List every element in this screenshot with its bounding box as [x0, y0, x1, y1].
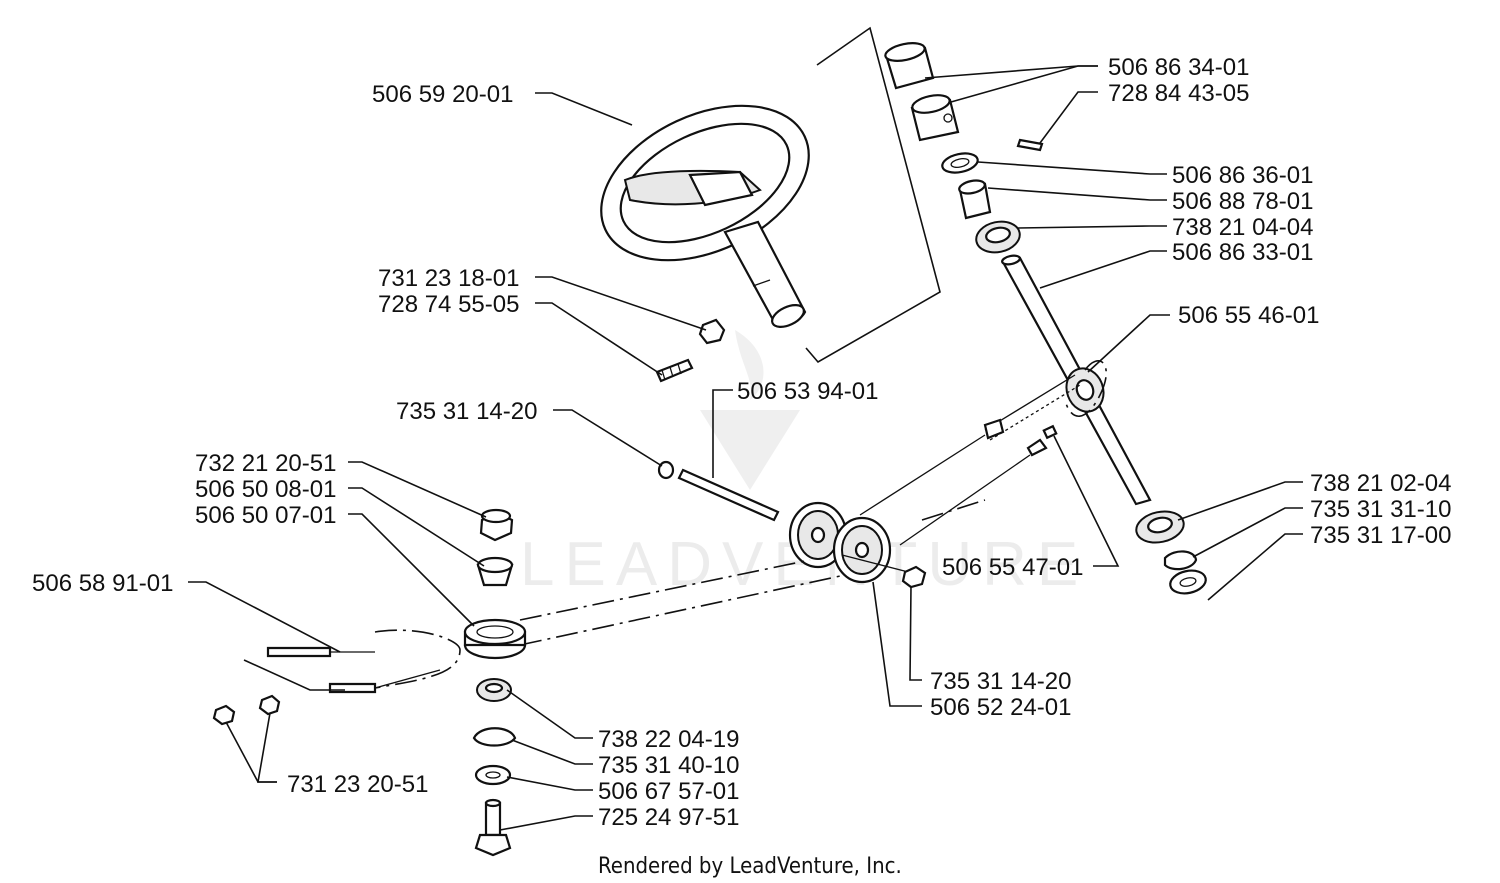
footer-credit: Rendered by LeadVenture, Inc.: [598, 854, 902, 879]
label-shaft-lock-nut: 735 31 14-20: [396, 398, 537, 425]
label-lower-washer-left: 506 67 57-01: [598, 778, 739, 805]
label-sprocket-chain: 506 55 46-01: [1178, 302, 1319, 329]
label-wheel-screw: 728 74 55-05: [378, 291, 519, 318]
label-chain-link: 506 55 47-01: [942, 554, 1083, 581]
label-upper-washer: 506 86 36-01: [1172, 162, 1313, 189]
cable-run-upper: [859, 434, 986, 516]
wheel-nut: [698, 318, 726, 345]
label-double-pulley: 506 52 24-01: [930, 694, 1071, 721]
label-lower-bolt: 725 24 97-51: [598, 804, 739, 831]
label-steering-wheel: 506 59 20-01: [372, 81, 513, 108]
label-set-screw: 728 84 43-05: [1108, 80, 1249, 107]
label-lower-circlip: 735 31 31-10: [1310, 496, 1451, 523]
leader-lines: [188, 65, 1303, 831]
label-cable-nuts: 731 23 20-51: [287, 771, 428, 798]
label-upper-bearing: 738 21 04-04: [1172, 214, 1313, 241]
label-cable: 506 58 91-01: [32, 570, 173, 597]
drive-chain: [983, 360, 1107, 457]
wheel-screw: [655, 358, 694, 383]
part-labels: 506 59 20-01 731 23 18-01 728 74 55-05 7…: [32, 54, 1451, 831]
steering-wheel: [600, 104, 810, 328]
label-top-nut: 732 21 20-51: [195, 450, 336, 477]
label-upper-bushing: 506 88 78-01: [1172, 188, 1313, 215]
steering-column: [884, 42, 1207, 595]
label-steering-shaft: 506 86 33-01: [1172, 239, 1313, 266]
label-lower-bearing-left: 738 22 04-19: [598, 726, 739, 753]
label-upper-coupling: 506 86 34-01: [1108, 54, 1249, 81]
label-wheel-nut: 731 23 18-01: [378, 265, 519, 292]
pulley-lock-nut: [901, 565, 927, 589]
assembly-bracket: [805, 26, 941, 364]
steering-cable: [212, 629, 461, 726]
cable-run-lower: [899, 454, 1031, 546]
label-left-bushing: 506 50 08-01: [195, 476, 336, 503]
pulley-shaft: [657, 460, 780, 522]
left-pulley-assembly: [463, 508, 527, 857]
label-lower-bearing: 738 21 02-04: [1310, 470, 1451, 497]
belt-centerline: [519, 559, 811, 621]
double-pulley: [788, 501, 921, 584]
label-pulley-lock-nut: 735 31 14-20: [930, 668, 1071, 695]
label-pulley-shaft: 506 53 94-01: [737, 378, 878, 405]
label-lower-circlip-left: 735 31 40-10: [598, 752, 739, 779]
label-lower-washer: 735 31 17-00: [1310, 522, 1451, 549]
label-left-pulley: 506 50 07-01: [195, 502, 336, 529]
watermark-logo-icon: [700, 330, 800, 490]
